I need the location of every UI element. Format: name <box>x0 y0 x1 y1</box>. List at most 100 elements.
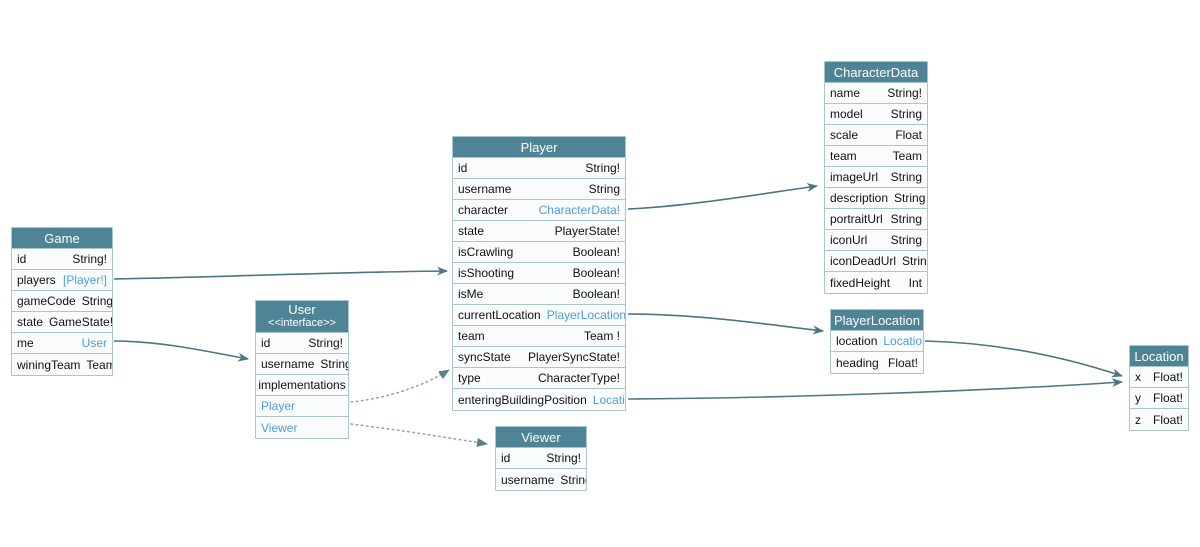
field-user-id[interactable]: id String! <box>256 333 348 354</box>
field-characterdata-icondeadurl[interactable]: iconDeadUrl String <box>825 251 927 272</box>
field-game-id[interactable]: id String! <box>12 249 112 270</box>
field-type: Float! <box>887 355 918 370</box>
field-name: description <box>830 191 889 205</box>
field-type: PlayerState! <box>554 224 620 238</box>
entity-user[interactable]: User <<interface>> id String! username S… <box>255 300 349 439</box>
field-name: me <box>17 336 34 350</box>
user-implementations-label: implementations <box>256 375 348 396</box>
field-player-character[interactable]: character CharacterData! <box>453 200 625 221</box>
field-viewer-username[interactable]: username String <box>496 469 586 490</box>
field-user-username[interactable]: username String <box>256 354 348 375</box>
field-viewer-id[interactable]: id String! <box>496 448 586 469</box>
field-name: scale <box>830 128 859 142</box>
field-player-syncstate[interactable]: syncState PlayerSyncState! <box>453 347 625 368</box>
field-characterdata-fixedheight[interactable]: fixedHeight Int <box>825 272 927 293</box>
field-player-id[interactable]: id String! <box>453 158 625 179</box>
field-type: String! <box>585 161 620 175</box>
entity-location-title: Location <box>1130 346 1188 367</box>
field-player-currentlocation[interactable]: currentLocation PlayerLocation! <box>453 305 625 326</box>
field-characterdata-name[interactable]: name String! <box>825 83 927 104</box>
field-type: CharacterType! <box>537 371 620 385</box>
field-name: isCrawling <box>458 245 514 259</box>
field-characterdata-description[interactable]: description String <box>825 188 927 209</box>
field-type: String! <box>308 336 343 350</box>
field-name: model <box>830 107 863 121</box>
field-characterdata-portraiturl[interactable]: portraitUrl String <box>825 209 927 230</box>
section-label: implementations <box>258 378 346 392</box>
field-type: String <box>902 254 927 268</box>
entity-location[interactable]: Location x Float! y Float! z Float! <box>1129 345 1189 431</box>
field-type: String! <box>81 294 112 308</box>
field-type: String! <box>546 451 581 465</box>
field-player-iscrawling[interactable]: isCrawling Boolean! <box>453 242 625 263</box>
field-player-state[interactable]: state PlayerState! <box>453 221 625 242</box>
field-player-isshooting[interactable]: isShooting Boolean! <box>453 263 625 284</box>
field-type: Team <box>86 357 112 372</box>
field-type: Int <box>908 275 922 290</box>
user-implementation-viewer[interactable]: Viewer <box>256 417 348 438</box>
entity-user-title: User <<interface>> <box>256 301 348 333</box>
edge-player-currentlocation-to-playerlocation <box>627 313 824 335</box>
field-type: Float! <box>1152 412 1183 427</box>
field-player-team[interactable]: team Team ! <box>453 326 625 347</box>
field-location-y[interactable]: y Float! <box>1130 388 1188 409</box>
field-game-winingteam[interactable]: winingTeam Team <box>12 354 112 375</box>
field-type: Boolean! <box>572 245 620 259</box>
field-name: z <box>1135 412 1141 427</box>
field-playerlocation-location[interactable]: location Location! <box>831 331 923 352</box>
field-name: location <box>836 334 878 348</box>
field-playerlocation-heading[interactable]: heading Float! <box>831 352 923 373</box>
edge-user-implements-viewer <box>350 423 488 447</box>
entity-characterdata[interactable]: CharacterData name String! model String … <box>824 61 928 294</box>
field-type: Team ! <box>583 329 620 343</box>
field-name: imageUrl <box>830 170 879 184</box>
field-type[interactable]: CharacterData! <box>538 203 620 217</box>
entity-characterdata-title: CharacterData <box>825 62 927 83</box>
field-name: winingTeam <box>17 357 81 372</box>
field-name: name <box>830 86 861 100</box>
entity-playerlocation[interactable]: PlayerLocation location Location! headin… <box>830 309 924 374</box>
field-name: team <box>458 329 485 343</box>
field-name: currentLocation <box>458 308 541 322</box>
entity-user-name: User <box>288 302 316 317</box>
entity-game[interactable]: Game id String! players [Player!] gameCo… <box>11 227 113 376</box>
field-characterdata-scale[interactable]: scale Float <box>825 125 927 146</box>
field-characterdata-team[interactable]: team Team <box>825 146 927 167</box>
implementation-name[interactable]: Player <box>261 399 296 413</box>
field-name: type <box>458 371 481 385</box>
field-player-enteringbuildingposition[interactable]: enteringBuildingPosition Location <box>453 389 625 410</box>
field-game-gamecode[interactable]: gameCode String! <box>12 291 112 312</box>
entity-viewer[interactable]: Viewer id String! username String <box>495 426 587 491</box>
field-type: String! <box>887 86 922 100</box>
field-type[interactable]: PlayerLocation! <box>546 308 625 322</box>
field-name: heading <box>836 355 879 370</box>
field-type: GameState! <box>49 315 112 329</box>
field-game-state[interactable]: state GameState! <box>12 312 112 333</box>
field-player-type[interactable]: type CharacterType! <box>453 368 625 389</box>
edge-player-character-to-characterdata <box>627 182 818 210</box>
field-type: String <box>894 191 926 205</box>
implementation-name[interactable]: Viewer <box>261 420 298 435</box>
field-location-x[interactable]: x Float! <box>1130 367 1188 388</box>
field-characterdata-imageurl[interactable]: imageUrl String <box>825 167 927 188</box>
field-game-me[interactable]: me User <box>12 333 112 354</box>
field-characterdata-model[interactable]: model String <box>825 104 927 125</box>
field-type[interactable]: User <box>81 336 107 350</box>
field-type: Float <box>895 128 922 142</box>
field-name: username <box>501 472 555 487</box>
entity-player[interactable]: Player id String! username String charac… <box>452 136 626 411</box>
user-implementation-player[interactable]: Player <box>256 396 348 417</box>
field-name: id <box>17 252 27 266</box>
field-player-username[interactable]: username String <box>453 179 625 200</box>
field-location-z[interactable]: z Float! <box>1130 409 1188 430</box>
field-type: String <box>588 182 620 196</box>
field-type[interactable]: [Player!] <box>62 273 107 287</box>
field-characterdata-iconurl[interactable]: iconUrl String <box>825 230 927 251</box>
field-type[interactable]: Location <box>592 392 625 407</box>
field-name: iconDeadUrl <box>830 254 897 268</box>
field-type[interactable]: Location! <box>883 334 923 348</box>
field-name: players <box>17 273 56 287</box>
field-player-isme[interactable]: isMe Boolean! <box>453 284 625 305</box>
field-game-players[interactable]: players [Player!] <box>12 270 112 291</box>
field-name: iconUrl <box>830 233 868 247</box>
